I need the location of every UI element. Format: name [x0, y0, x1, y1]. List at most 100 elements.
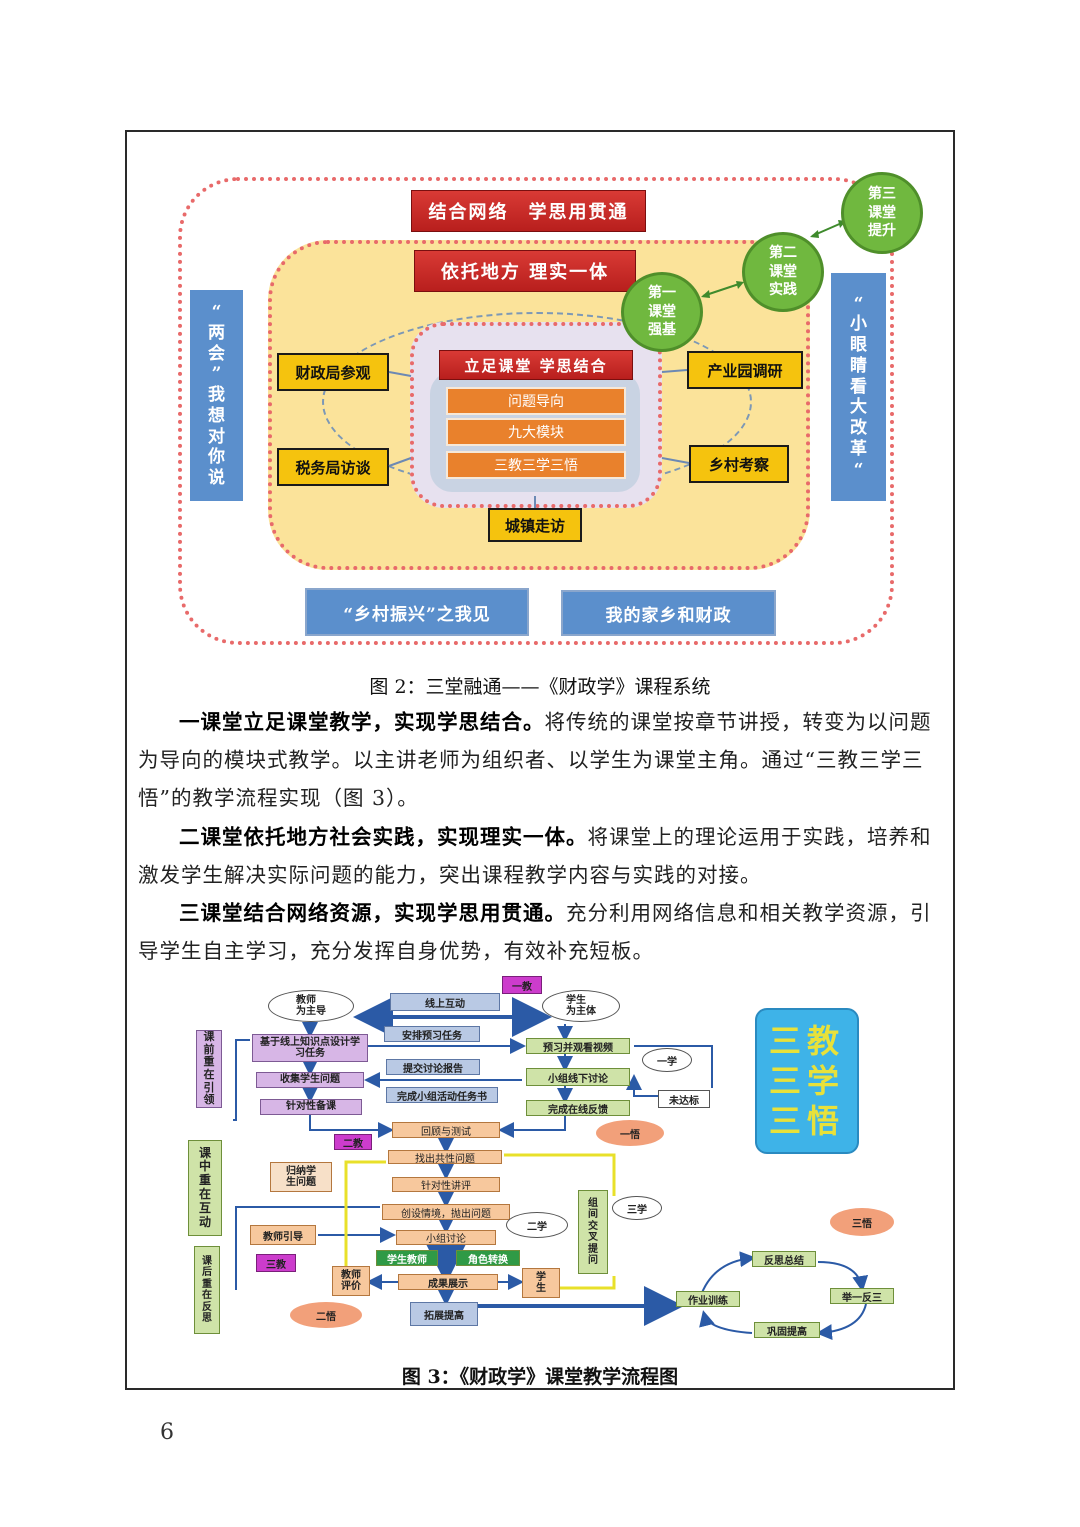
task-discussion-report: 提交讨论报告: [386, 1059, 480, 1075]
flow-create-scenario: 创设情境，抛出问题: [382, 1204, 510, 1220]
page-number: 6: [160, 1420, 174, 1445]
phase-char: 在: [198, 1187, 211, 1201]
paragraph-third: 三课堂结合网络资源，实现学思用贯通。充分利用网络信息和相关教学资源，引导学生自主…: [138, 894, 944, 970]
cycle-reflect: 反思总结: [752, 1251, 816, 1267]
label-not-met: 未达标: [658, 1090, 710, 1108]
side-char: 小: [850, 314, 867, 335]
side-char: 看: [850, 376, 867, 397]
circle-first-classroom: 第一 课堂 强基: [621, 272, 703, 352]
step-design-tasks: 基于线上知识点设计学习任务: [252, 1034, 368, 1062]
flow-common-problems: 找出共性问题: [388, 1150, 502, 1165]
box-village: 乡村考察: [689, 445, 789, 483]
phase-char: 重: [198, 1173, 211, 1188]
phase-char: 后: [202, 1267, 212, 1278]
phase-char: 互: [198, 1200, 211, 1215]
result-show-box: 成果展示: [398, 1274, 498, 1290]
paragraph-second: 二课堂依托地方社会实践，实现理实一体。将课堂上的理论运用于实践，培养和激发学生解…: [138, 818, 944, 894]
side-char: 眼: [850, 335, 867, 356]
online-interact-box: 线上互动: [390, 993, 500, 1011]
side-box-reform: “ 小 眼 睛 看 大 改 革 “: [831, 273, 886, 501]
label-yi-xue: 一学: [642, 1048, 692, 1072]
flow-targeted-review: 针对性讲评: [392, 1177, 500, 1192]
label-yi-jiao: 一教: [502, 976, 542, 994]
side-char: 对: [208, 426, 225, 447]
label-san-xue: 三学: [612, 1196, 662, 1220]
teacher-guide-box: 教师引导: [250, 1225, 316, 1245]
cross-char: 间: [588, 1209, 598, 1220]
phase-in-class: 课 中 重 在 互 动: [188, 1140, 222, 1236]
badge-line: 三教: [768, 1022, 845, 1060]
side-char: “: [211, 302, 222, 323]
phase-char: 重: [203, 1055, 215, 1069]
step-online-feedback: 完成在线反馈: [526, 1100, 630, 1116]
flow-group-discussion: 小组讨论: [396, 1230, 496, 1245]
task-group-activity: 完成小组活动任务书: [386, 1087, 498, 1103]
circle-second-classroom: 第二 课堂 实践: [742, 232, 824, 312]
label-er-wu: 二悟: [290, 1302, 362, 1328]
cross-char: 提: [588, 1243, 598, 1255]
banner-classroom: 立足课堂 学思结合: [439, 350, 633, 380]
teacher-eval-box: 教师 评价: [332, 1266, 370, 1296]
inner-item-problem: 问题导向: [446, 387, 626, 415]
step-collect-questions: 收集学生问题: [256, 1072, 364, 1088]
cycle-consolidate: 巩固提高: [754, 1322, 820, 1338]
side-char: 睛: [850, 355, 867, 376]
side-char: 我: [208, 385, 225, 406]
inner-item-modules: 九大模块: [446, 418, 626, 446]
phase-char: 在: [203, 1068, 215, 1081]
student-main-bubble: 学生 为主体: [542, 990, 620, 1022]
paragraph-second-lead: 二课堂依托地方社会实践，实现理实一体。: [179, 825, 588, 849]
bottom-box-hometown: 我的家乡和财政: [561, 590, 776, 636]
phase-char: 课: [202, 1255, 212, 1267]
paragraph-first-lead: 一课堂立足课堂教学，实现学思结合。: [179, 710, 545, 734]
side-char: 你: [208, 447, 225, 468]
teacher-lead-bubble: 教师 为主导: [268, 990, 354, 1022]
phase-char: 中: [198, 1159, 211, 1174]
step-group-discussion: 小组线下讨论: [526, 1068, 630, 1086]
box-industrial-park: 产业园调研: [687, 351, 803, 389]
side-char: “: [853, 459, 864, 480]
cross-char: 交: [588, 1220, 598, 1232]
side-char: “: [853, 293, 864, 314]
side-char: 会: [208, 343, 225, 364]
side-char: 想: [208, 405, 225, 426]
outer-network-zone: [178, 177, 894, 645]
inner-item-three: 三教三学三悟: [446, 451, 626, 479]
flow-review-test: 回顾与测试: [392, 1122, 500, 1138]
cycle-homework: 作业训练: [676, 1291, 740, 1307]
paragraph-third-text: 充分利用网络信息和相关教学资源，引导学生自主学习，充分发挥自身优势，有效补充短板…: [138, 901, 932, 963]
side-char: 革: [850, 438, 867, 459]
role-switch-box: 角色转换: [456, 1250, 520, 1266]
cross-question-box: 组 间 交 叉 提 问: [578, 1190, 608, 1274]
student-box: 学 生: [522, 1268, 560, 1298]
phase-char: 反: [202, 1301, 212, 1313]
phase-post-class: 课 后 重 在 反 思: [194, 1246, 220, 1334]
figure2-caption: 图 2：三堂融通——《财政学》课程系统: [369, 676, 711, 698]
phase-char: 课: [198, 1145, 211, 1160]
side-char: 大: [850, 397, 867, 418]
phase-char: 课: [203, 1030, 215, 1044]
bottom-box-rural: “乡村振兴”之我见: [305, 588, 529, 636]
banner-network: 结合网络 学思用贯通: [411, 190, 646, 232]
side-char: 两: [208, 322, 225, 343]
phase-char: 前: [203, 1042, 215, 1056]
task-preview: 安排预习任务: [384, 1026, 480, 1042]
label-san-wu: 三悟: [830, 1208, 894, 1236]
side-char: ”: [211, 364, 222, 385]
badge-line: 三悟: [768, 1102, 845, 1140]
phase-char: 在: [202, 1290, 212, 1301]
circle-third-classroom: 第三 课堂 提升: [841, 172, 923, 254]
phase-pre-class: 课 前 重 在 引 领: [196, 1030, 222, 1108]
summarize-problems: 归纳学 生问题: [270, 1162, 332, 1192]
figure3-caption: 图 3：《财政学》课堂教学流程图: [401, 1366, 679, 1388]
box-finance-bureau: 财政局参观: [277, 353, 389, 391]
badge-line: 三学: [768, 1062, 845, 1100]
paragraph-first: 一课堂立足课堂教学，实现学思结合。将传统的课堂按章节讲授，转变为以问题为导向的模…: [138, 703, 944, 817]
side-box-two-sessions: “ 两 会 ” 我 想 对 你 说: [190, 290, 243, 501]
side-char: 改: [850, 418, 867, 439]
label-er-jiao: 二教: [334, 1134, 372, 1150]
paragraph-first-text: 将传统的课堂按章节讲授，转变为以问题为导向的模块式教学。以主讲老师为组织者、以学…: [138, 710, 932, 810]
box-town-visit: 城镇走访: [488, 508, 582, 542]
phase-char: 领: [203, 1093, 215, 1107]
step-prepare-lesson: 针对性备课: [260, 1099, 362, 1115]
